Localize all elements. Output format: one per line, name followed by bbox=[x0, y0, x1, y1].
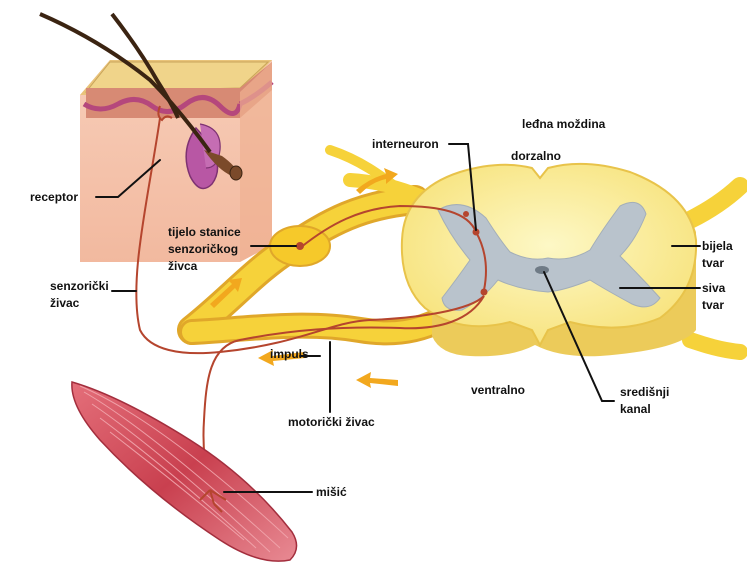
sensory-cell-body bbox=[296, 242, 304, 250]
right-dorsal-root bbox=[690, 186, 740, 220]
label-central-canal-line1: središnji bbox=[620, 385, 669, 399]
central-canal bbox=[535, 266, 549, 274]
label-white-matter-line1: bijela bbox=[702, 239, 733, 253]
label-central-canal-line2: kanal bbox=[620, 402, 651, 416]
label-sensory-nerve-line1: senzorički bbox=[50, 279, 109, 293]
label-sensory-nerve-line2: živac bbox=[50, 296, 80, 310]
skin-side bbox=[240, 62, 272, 262]
label-white-matter-line2: tvar bbox=[702, 256, 724, 270]
spinal-cord bbox=[402, 164, 696, 356]
label-muscle: mišić bbox=[316, 485, 347, 499]
white-matter bbox=[402, 164, 696, 345]
label-dorsal: dorzalno bbox=[511, 149, 561, 163]
label-grey-matter-line1: siva bbox=[702, 281, 726, 295]
muscle-body bbox=[72, 382, 297, 561]
label-ventral: ventralno bbox=[471, 383, 525, 397]
arrow-ventral bbox=[356, 372, 398, 388]
label-impulse: impuls bbox=[270, 347, 309, 361]
motor-synapse bbox=[481, 289, 488, 296]
right-ventral-root bbox=[690, 340, 740, 352]
label-interneuron: interneuron bbox=[372, 137, 439, 151]
label-motor-nerve: motorički živac bbox=[288, 415, 375, 429]
label-cell-body-line2: senzoričkog bbox=[168, 242, 238, 256]
muscle bbox=[72, 382, 297, 561]
label-cell-body-line3: živca bbox=[168, 259, 198, 273]
label-cell-body-line1: tijelo stanice bbox=[168, 225, 241, 239]
label-spinal-cord: leđna moždina bbox=[522, 117, 606, 131]
label-grey-matter-line2: tvar bbox=[702, 298, 724, 312]
label-receptor: receptor bbox=[30, 190, 78, 204]
